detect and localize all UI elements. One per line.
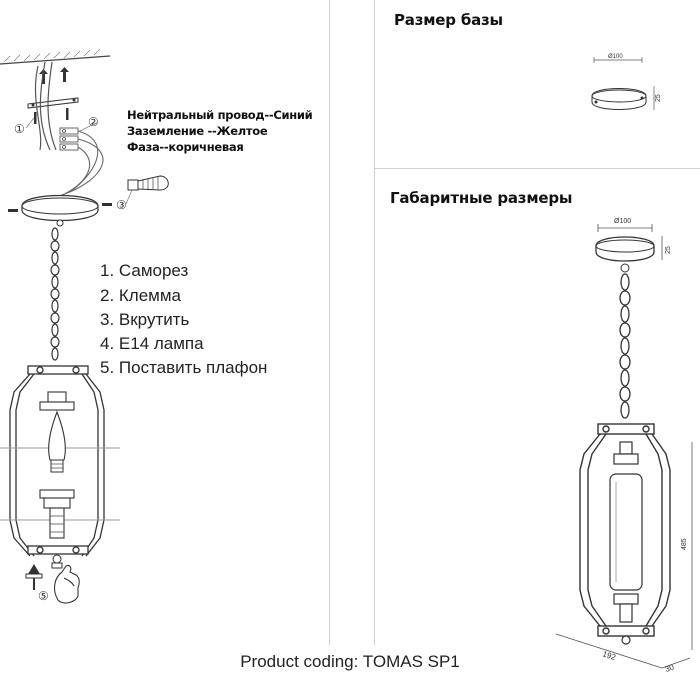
base-size-heading: Размер базы: [394, 11, 503, 29]
chain: [50, 227, 60, 361]
divider-horizontal: [374, 168, 700, 169]
e14-bulb-icon: [48, 410, 66, 473]
step-2: 2. Клемма: [100, 286, 182, 305]
wire-connector-icon: [127, 175, 169, 191]
step-1: 1. Саморез: [100, 261, 189, 280]
step-5: 5. Поставить плафон: [100, 358, 268, 377]
base-size-drawing: Ø100 25: [591, 54, 662, 110]
base-diameter-label: Ø100: [608, 54, 623, 60]
base-height-label: 25: [655, 94, 662, 102]
callout-3: ③: [116, 198, 127, 212]
push-arrow-icon: [25, 564, 43, 590]
ground-wire-label: Заземление --Желтое: [127, 124, 268, 138]
overall-dimensions-heading: Габаритные размеры: [390, 189, 573, 207]
lamp-wires: [54, 130, 104, 199]
canopy: [8, 194, 112, 227]
step-3: 3. Вкрутить: [100, 310, 190, 329]
step-4: 4. E14 лампа: [100, 334, 204, 353]
callout-2: ②: [88, 115, 99, 129]
product-coding: Product coding: TOMAS SP1: [240, 652, 460, 671]
callout-5: ⑤: [38, 589, 49, 603]
callout-1: ①: [14, 122, 25, 136]
divider-left: [329, 0, 330, 645]
lamp-holder: [39, 391, 75, 539]
divider-mid: [374, 0, 375, 645]
ceiling: [0, 48, 111, 65]
hand-icon: [53, 564, 80, 604]
terminal-block: [59, 127, 79, 151]
finial: [51, 554, 63, 569]
overall-base-diameter-label: Ø100: [614, 218, 631, 225]
installation-drawing: ① ② ③ ⑤: [0, 48, 169, 604]
depth-label: 30: [664, 662, 676, 673]
mounting-bracket: [27, 97, 79, 124]
overall-dimensions-drawing: Ø100 25 485 192 30: [555, 218, 693, 674]
overall-base-height-label: 25: [665, 246, 672, 254]
leader-lines: [25, 117, 133, 205]
total-height-label: 485: [681, 538, 688, 550]
width-label: 192: [601, 649, 617, 662]
neutral-wire-label: Нейтральный провод--Синий: [127, 108, 313, 122]
phase-wire-label: Фаза--коричневая: [127, 140, 244, 154]
lamp-frame: [9, 365, 105, 557]
supply-wires: [34, 61, 57, 151]
